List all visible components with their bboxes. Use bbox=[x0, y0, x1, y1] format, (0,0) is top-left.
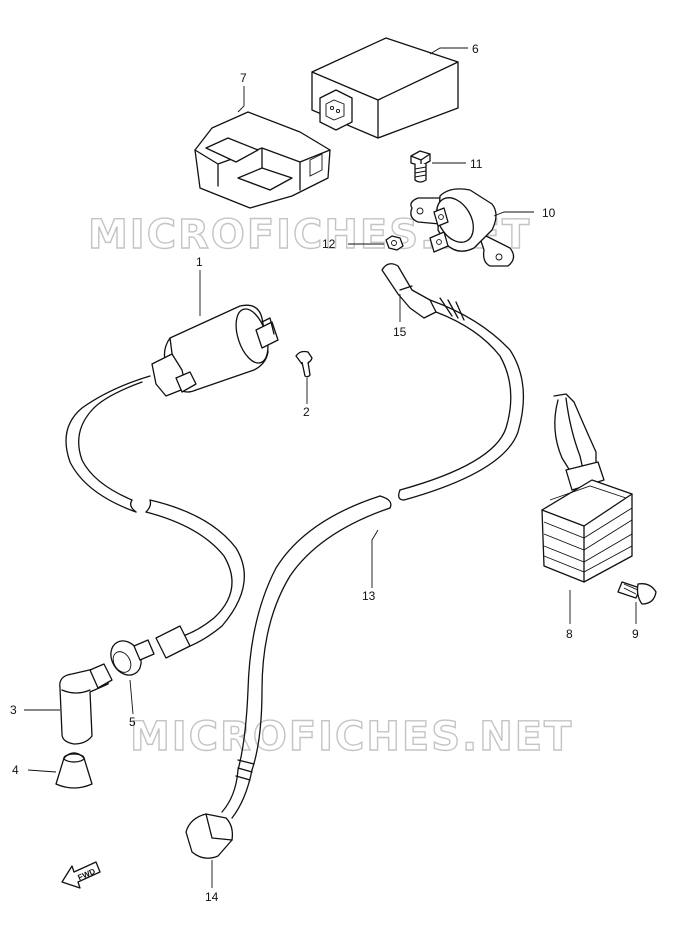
part-8-regulator-rectifier[interactable] bbox=[541, 393, 633, 583]
fwd-direction-marker: FWD bbox=[61, 861, 101, 889]
part-12-nut[interactable] bbox=[385, 235, 404, 251]
part-label-13[interactable]: 13 bbox=[362, 589, 376, 603]
part-label-2[interactable]: 2 bbox=[303, 405, 310, 419]
forward-arrow-icon bbox=[61, 861, 101, 889]
part-4-cover-cap[interactable] bbox=[55, 752, 93, 789]
part-label-11[interactable]: 11 bbox=[470, 157, 483, 171]
part-7-bracket[interactable] bbox=[194, 111, 331, 209]
part-9-bolt[interactable] bbox=[617, 581, 657, 605]
part-label-3[interactable]: 3 bbox=[10, 703, 17, 717]
part-2-screw[interactable] bbox=[295, 350, 313, 378]
part-11-bolt[interactable] bbox=[410, 150, 431, 183]
watermark-bottom: MICROFICHES.NET bbox=[130, 714, 573, 760]
part-6-cdi-unit[interactable] bbox=[311, 37, 459, 139]
part-label-8[interactable]: 8 bbox=[566, 627, 573, 641]
part-label-7[interactable]: 7 bbox=[240, 71, 247, 85]
part-label-10[interactable]: 10 bbox=[542, 206, 556, 220]
part-15-terminal[interactable] bbox=[381, 263, 437, 319]
part-10-starter-relay[interactable] bbox=[410, 188, 515, 267]
leader-lines bbox=[24, 47, 637, 888]
part-label-6[interactable]: 6 bbox=[472, 42, 479, 56]
part-label-1[interactable]: 1 bbox=[196, 255, 203, 269]
part-label-4[interactable]: 4 bbox=[12, 763, 19, 777]
part-label-12[interactable]: 12 bbox=[322, 237, 336, 251]
part-1-high-tension-lead bbox=[65, 375, 245, 659]
part-label-9[interactable]: 9 bbox=[632, 627, 639, 641]
part-labels: 1 2 3 4 5 6 7 8 9 10 11 12 13 14 15 bbox=[10, 42, 639, 904]
part-5-seal-plug[interactable] bbox=[105, 635, 155, 680]
part-13-starter-cable bbox=[221, 297, 525, 819]
part-1-ignition-coil[interactable] bbox=[151, 304, 279, 397]
part-label-14[interactable]: 14 bbox=[205, 890, 219, 904]
part-14-terminal-cap[interactable] bbox=[185, 813, 234, 859]
part-3-plug-cap[interactable] bbox=[59, 663, 113, 745]
part-label-15[interactable]: 15 bbox=[393, 325, 407, 339]
part-label-5[interactable]: 5 bbox=[129, 715, 136, 729]
